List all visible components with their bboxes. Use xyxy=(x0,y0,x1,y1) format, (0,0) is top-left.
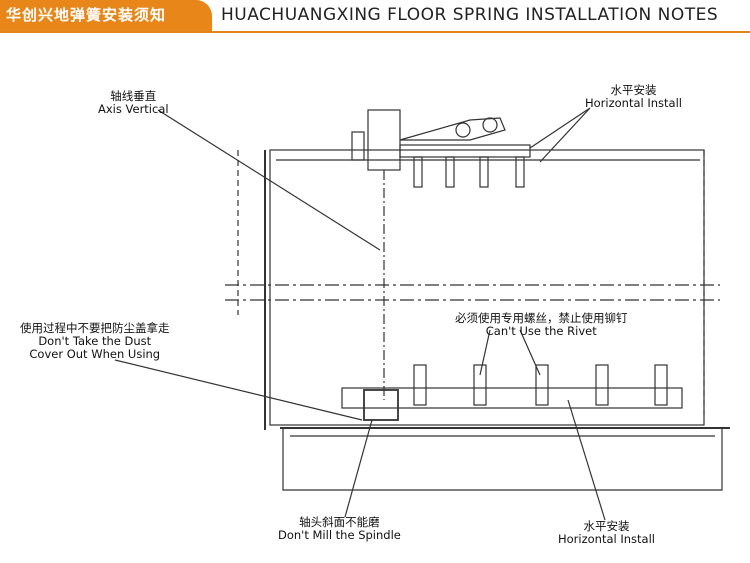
leader-dust xyxy=(114,359,363,421)
floor-box xyxy=(282,427,723,491)
top-screws xyxy=(413,156,525,188)
top-arm-pin-1 xyxy=(455,122,471,138)
label-rivet-en: Can't Use the Rivet xyxy=(485,324,597,338)
leader-horiz-bottom xyxy=(567,399,606,521)
installation-diagram xyxy=(114,107,730,521)
label-axis-vertical-en: Axis Vertical xyxy=(98,102,169,116)
leader-horiz-top-1 xyxy=(529,107,591,149)
header-title-en: HUACHUANGXING FLOOR SPRING INSTALLATION … xyxy=(221,5,719,25)
label-spindle-en: Don't Mill the Spindle xyxy=(278,528,401,542)
top-pivot-bolt xyxy=(351,131,365,161)
bottom-plate xyxy=(341,387,683,409)
top-arm xyxy=(399,117,506,141)
label-axis-vertical-cn: 轴线垂直 xyxy=(110,89,157,103)
label-dust-cover: 使用过程中不要把防尘盖拿走 Don't Take the Dust Cover … xyxy=(20,322,170,361)
label-horizontal-top-cn: 水平安装 xyxy=(610,83,657,97)
header-bar: 华创兴地弹簧安装须知 HUACHUANGXING FLOOR SPRING IN… xyxy=(0,0,750,33)
label-spindle-cn: 轴头斜面不能磨 xyxy=(299,515,380,529)
label-horizontal-install-bottom: 水平安装 Horizontal Install xyxy=(558,520,655,546)
header-title-cn: 华创兴地弹簧安装须知 xyxy=(0,0,212,31)
label-dust-cover-cn: 使用过程中不要把防尘盖拿走 xyxy=(20,321,170,335)
label-dust-cover-en1: Don't Take the Dust xyxy=(38,334,152,348)
label-dust-cover-en2: Cover Out When Using xyxy=(29,347,161,361)
label-axis-vertical: 轴线垂直 Axis Vertical xyxy=(98,90,169,116)
top-arm-pin-2 xyxy=(482,117,498,133)
top-plate xyxy=(399,144,531,158)
leader-spindle xyxy=(344,419,373,518)
leader-axis xyxy=(157,109,381,251)
top-pivot-block xyxy=(367,109,401,171)
leader-horiz-top-2 xyxy=(539,107,591,163)
bottom-screws xyxy=(413,364,668,406)
leader-rivet-2 xyxy=(519,329,541,376)
door-panel xyxy=(269,149,705,426)
label-horizontal-install-top: 水平安装 Horizontal Install xyxy=(585,84,682,110)
leader-rivet-1 xyxy=(479,329,491,376)
label-horizontal-bottom-cn: 水平安装 xyxy=(583,519,630,533)
label-spindle: 轴头斜面不能磨 Don't Mill the Spindle xyxy=(278,516,401,542)
label-rivet: 必须使用专用螺丝，禁止使用铆钉 Can't Use the Rivet xyxy=(455,312,628,338)
label-horizontal-bottom-en: Horizontal Install xyxy=(558,532,655,546)
label-rivet-cn: 必须使用专用螺丝，禁止使用铆钉 xyxy=(455,311,628,325)
label-horizontal-top-en: Horizontal Install xyxy=(585,96,682,110)
spindle xyxy=(363,389,399,421)
